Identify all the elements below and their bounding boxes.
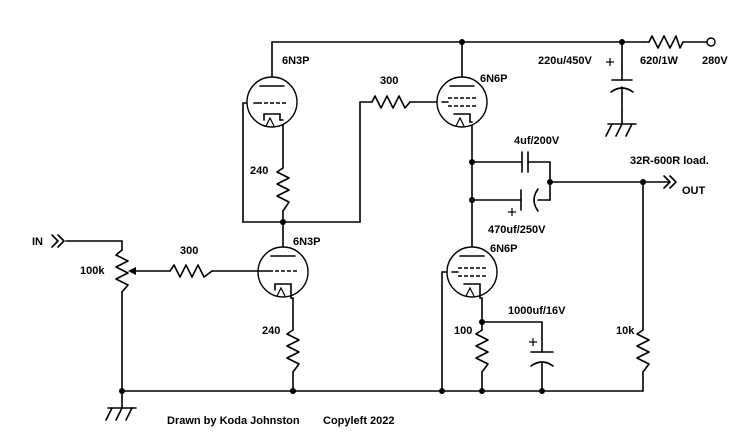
capacitor-film [521,151,529,173]
capacitor-output-label: 470uf/250V [488,224,546,236]
resistor-240-bottom-label: 240 [262,325,280,337]
ground-symbol [605,123,637,137]
junction-dot [640,179,646,185]
supply-terminal [706,37,716,47]
tube-v2 [257,246,309,299]
load-label: 32R-600R load. [630,155,709,167]
in-label: IN [32,236,43,248]
junction-dots [119,39,646,394]
resistor-10k-label: 10k [616,325,635,337]
in-arrow-icon [57,234,65,248]
footer-copyleft: Copyleft 2022 [323,415,395,427]
out-label: OUT [682,185,706,197]
tube-v2-label: 6N3P [293,236,321,248]
resistor-grid-top-label: 300 [380,75,398,87]
junction-dot [479,319,485,325]
resistor-240-top-label: 240 [250,165,268,177]
junction-dot [547,179,553,185]
capacitor-film-label: 4uf/200V [514,135,560,147]
potentiometer-wiper-arrow [128,267,136,275]
tube-v1 [246,76,298,128]
junction-dot [459,39,465,45]
junction-dot [479,388,485,394]
capacitor-supply-label: 220u/450V [538,55,592,67]
resistor-10k [636,329,650,373]
capacitor-output [508,188,539,216]
terminals [51,37,716,248]
ground-symbol [105,407,137,421]
ground-symbols [105,123,637,421]
capacitor-cathode [529,338,554,367]
out-arrow-icon [663,175,671,189]
tube-v3-label: 6N6P [480,73,508,85]
tube-v4 [446,246,498,299]
resistor-240-bottom [286,329,300,373]
junction-dot [280,219,286,225]
resistor-grid-top [371,95,411,109]
junction-dot [119,388,125,394]
junction-dot [619,39,625,45]
junction-dot [469,159,475,165]
labels: 6N3P 6N6P 6N3P 6N6P 300 300 100k 240 240… [32,55,728,427]
resistor-240-top [276,167,290,212]
wires [65,41,708,409]
out-arrow-icon [669,175,677,189]
junction-dot [539,388,545,394]
potentiometer-label: 100k [80,265,105,277]
junction-dot [439,388,445,394]
resistor-100 [475,329,489,373]
footer-author: Drawn by Koda Johnston [167,415,300,427]
junction-dot [290,388,296,394]
resistor-input-label: 300 [180,245,198,257]
capacitor-cathode-label: 1000uf/16V [508,305,566,317]
resistor-supply [648,35,684,49]
resistor-supply-label: 620/1W [640,55,679,67]
tube-v3 [436,76,488,128]
tube-v1-label: 6N3P [282,55,310,67]
resistor-symbols [115,35,684,373]
capacitor-symbols [508,58,634,367]
supply-voltage-label: 280V [702,55,728,67]
capacitor-supply [606,58,634,111]
junction-dot [469,197,475,203]
tube-v4-label: 6N6P [490,243,518,255]
resistor-input [169,264,213,278]
resistor-100-label: 100 [454,325,472,337]
potentiometer [115,249,129,293]
in-arrow-icon [51,234,59,248]
